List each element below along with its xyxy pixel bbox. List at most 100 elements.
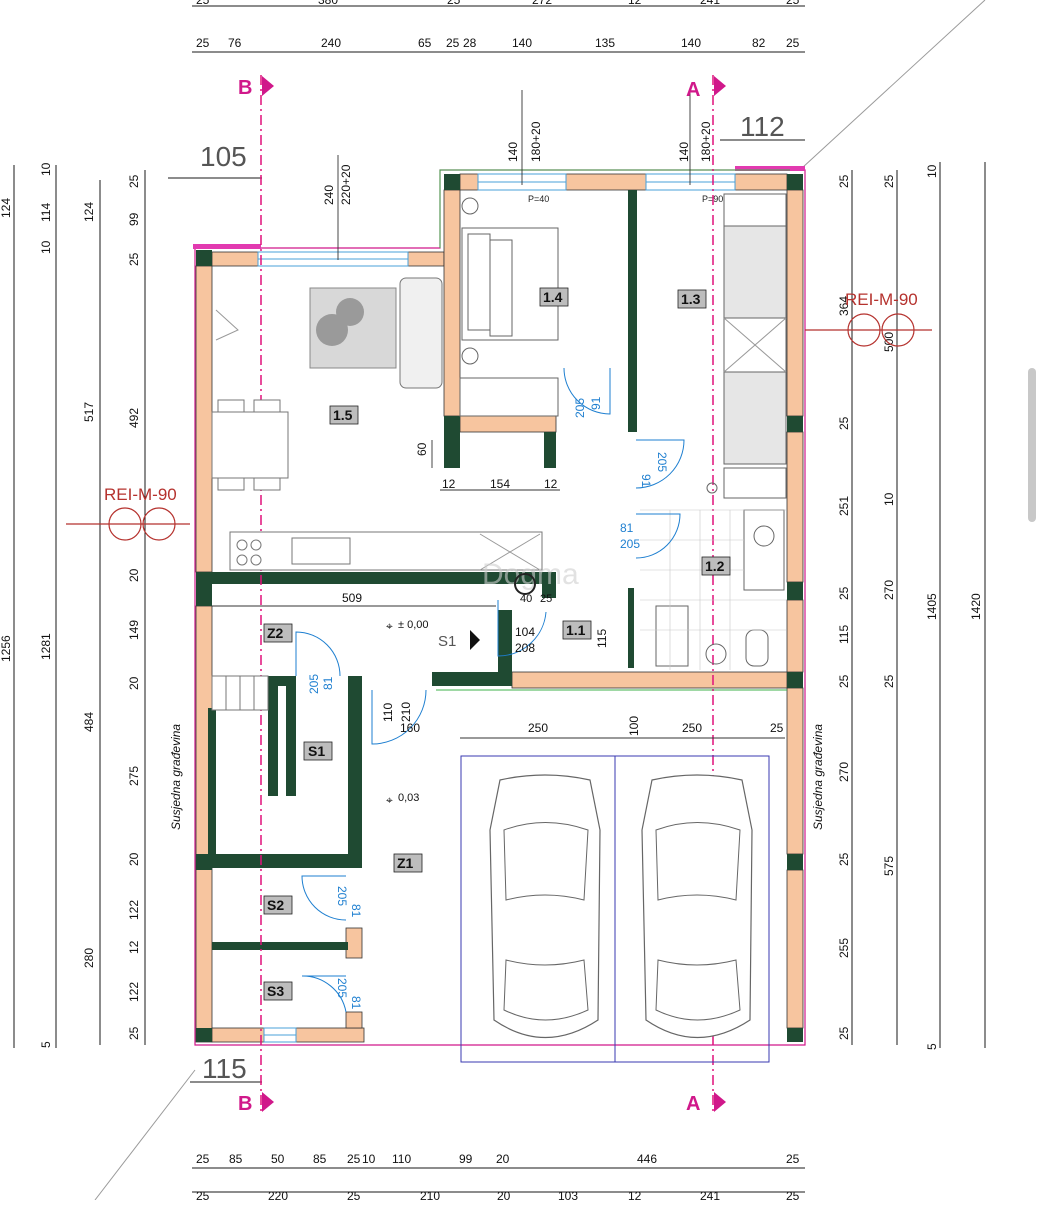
dim-label: 1405	[925, 593, 939, 620]
scrollbar[interactable]	[1028, 368, 1036, 522]
dim-label: 25	[347, 1152, 361, 1166]
dim-label: 1420	[969, 593, 983, 620]
dim-label: 85	[229, 1152, 243, 1166]
section-arrow-icon	[262, 1092, 274, 1112]
chair-icon	[253, 399, 281, 413]
car-left-icon	[489, 774, 601, 1038]
room-label: S1	[308, 743, 325, 759]
dim-label: 140	[681, 36, 701, 50]
dim-label: 140	[506, 142, 520, 162]
room-label: Z2	[267, 625, 284, 641]
dim-label: 210	[420, 1189, 440, 1200]
section-a-label: A	[686, 79, 700, 101]
offset-dim-label: 115	[202, 1053, 247, 1084]
chair-icon	[253, 477, 281, 491]
dim-label: 25	[447, 0, 461, 7]
dim-label: 60	[415, 442, 429, 456]
dim-label: 99	[127, 212, 141, 226]
dim-label: 240	[321, 36, 341, 50]
entrance-arrow-icon	[470, 630, 480, 650]
dim-label: 100	[627, 716, 641, 736]
tiled-area	[723, 225, 787, 319]
door-height-label: 205	[335, 886, 349, 906]
lamp-icon	[461, 197, 479, 215]
dim-label: 25	[196, 36, 210, 50]
dim-label: 124	[0, 198, 13, 218]
dim-label: 180+20	[699, 121, 713, 162]
dim-label: 270	[882, 580, 896, 600]
dim-label: 20	[127, 852, 141, 866]
dim-label: 25	[786, 0, 800, 7]
top-dimension-chain-cut: 25 380 25 272 12 241 25	[192, 0, 805, 7]
dim-label: 12	[628, 0, 642, 7]
toilet-icon	[745, 629, 769, 667]
dim-label: 180+20	[529, 121, 543, 162]
level-markers: ⌖ ± 0,00 ⌖ 0,03	[386, 619, 429, 807]
dim-label: 25	[837, 416, 851, 430]
stove-icon	[236, 539, 248, 551]
section-b-label: B	[238, 1093, 252, 1115]
room-label: 1.5	[333, 407, 353, 423]
dim-label: 1281	[39, 633, 53, 660]
dim-label: 25	[196, 1189, 210, 1200]
door-width-label: 81	[349, 904, 363, 918]
left-dimension-chain-b: 124 492 275 122 12 122	[82, 202, 141, 1002]
dim-label: 25	[786, 36, 800, 50]
fire-rating-label: REI-M-90	[845, 290, 918, 309]
door-height-label: 205	[655, 452, 669, 472]
washbasin-icon	[753, 525, 775, 547]
dim-label: 220+20	[339, 164, 353, 205]
left-dimension-chain-c: 10 114 10 1281 5	[39, 162, 53, 1048]
dim-label: 12	[127, 940, 141, 954]
room-label: 1.4	[543, 289, 563, 305]
level-label: 0,03	[398, 792, 419, 804]
dim-label: 380	[318, 0, 338, 7]
level-marker-icon: ⌖	[386, 619, 393, 633]
dim-label: 500	[882, 332, 896, 352]
washing-machine-icon	[705, 643, 727, 665]
offset-dim-label: 105	[200, 141, 247, 172]
dim-label: 25	[770, 721, 784, 735]
structural-walls	[196, 174, 803, 1042]
dim-label: 99	[459, 1152, 473, 1166]
dining-table	[211, 411, 289, 479]
dim-label: 210	[399, 702, 413, 722]
offset-dim-label: 112	[740, 111, 785, 142]
fire-rating-label: REI-M-90	[104, 485, 177, 504]
door-width-label: 81	[321, 676, 335, 690]
dim-label: 114	[39, 203, 53, 222]
dim-label: 241	[700, 1189, 720, 1200]
bathtub-icon	[723, 467, 787, 499]
section-a-label: A	[686, 1093, 700, 1115]
right-dimension-chain-d: 1420	[969, 593, 983, 620]
room-label: S3	[267, 983, 284, 999]
offset-dimensions: 105 112 115	[168, 111, 805, 1084]
bottom-dimension-chain-cut: 25 220 25 210 20 103 12 241 25	[192, 1189, 805, 1203]
dim-label: 509	[342, 591, 362, 605]
dim-label: 20	[496, 1152, 510, 1166]
dim-label: 110	[381, 703, 395, 722]
chimney-icon	[514, 573, 536, 595]
dim-label: 25	[837, 852, 851, 866]
dim-label: 25	[196, 0, 210, 7]
left-dimension-chain-a: 25 99 25 517 20 149 20 484 20 280 25	[82, 174, 141, 1040]
dim-label: 25	[786, 1152, 800, 1166]
door-height-label: 205	[307, 674, 321, 694]
dim-label: 5	[39, 1041, 53, 1048]
room-labels: 1.5 1.4 1.3 1.2 1.1 Z2 S1 S1 Z1 S2 S3	[263, 287, 731, 1001]
dim-label: 220	[268, 1189, 288, 1200]
door-height-label: 205	[573, 398, 587, 418]
dim-label: 25	[837, 174, 851, 188]
dim-label: 149	[127, 620, 141, 640]
dim-label: 65	[418, 36, 432, 50]
chair-icon	[217, 477, 245, 491]
wardrobe	[459, 377, 559, 417]
dim-label: 280	[82, 948, 96, 968]
room-label: 1.1	[566, 622, 586, 638]
door-opening	[215, 309, 239, 341]
dim-label: 25	[837, 674, 851, 688]
dim-label: 250	[528, 721, 548, 735]
door-height-label: 205	[620, 537, 640, 551]
stove-icon	[250, 554, 262, 566]
section-markers: B A B A	[238, 76, 726, 1115]
